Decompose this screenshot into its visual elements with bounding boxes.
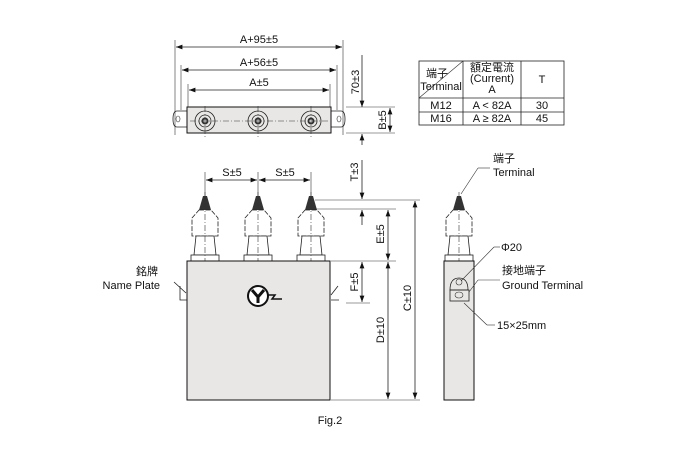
dim-s1-label: S±5 xyxy=(222,167,242,179)
front-view: S±5 S±5 銘牌 Name Plate T±3 E±5 xyxy=(103,160,420,401)
dim-c-label: C±10 xyxy=(402,285,414,311)
top-terminals xyxy=(190,106,328,138)
terminal-bushing xyxy=(296,192,326,268)
name-plate-bracket-right xyxy=(330,285,339,301)
table-row: M12 A < 82A 30 xyxy=(430,100,548,112)
svg-text:M16: M16 xyxy=(430,113,451,125)
svg-text:M12: M12 xyxy=(430,100,451,112)
header-current-cn: 額定電流 xyxy=(470,60,514,74)
side-body xyxy=(443,260,475,401)
bracket-left xyxy=(172,110,187,128)
logo xyxy=(247,285,282,307)
dim-b-label: B±5 xyxy=(377,110,389,130)
header-t: T xyxy=(539,74,546,86)
svg-text:45: 45 xyxy=(536,113,548,125)
header-current-en: (Current) xyxy=(470,73,514,85)
terminal-bushings xyxy=(190,192,326,268)
table-row: M16 A ≥ 82A 45 xyxy=(430,113,548,125)
top-view: A+95±5 A+56±5 A±5 70±3 B±5 xyxy=(172,34,395,145)
dim-e-label: E±5 xyxy=(375,224,387,244)
name-plate-bracket-left xyxy=(173,281,187,301)
dim-a-label: A±5 xyxy=(249,77,269,89)
header-terminal-cn: 端子 xyxy=(426,67,448,80)
dim-a56-label: A+56±5 xyxy=(240,57,278,69)
bracket-right xyxy=(331,110,346,128)
dim-70-label: 70±3 xyxy=(350,70,362,94)
name-plate-cn: 銘牌 xyxy=(136,264,158,278)
ground-cn: 接地端子 xyxy=(502,264,546,277)
dim-f-label: F±5 xyxy=(349,273,361,292)
dim-a95-label: A+95±5 xyxy=(240,34,278,46)
svg-text:A ≥ 82A: A ≥ 82A xyxy=(473,113,512,125)
svg-text:A < 82A: A < 82A xyxy=(473,100,513,112)
terminal-bushing xyxy=(190,192,220,268)
terminal-bushing xyxy=(243,192,273,268)
front-body xyxy=(186,260,331,401)
svg-text:30: 30 xyxy=(536,100,548,112)
terminal-bushing xyxy=(444,192,474,268)
dim-d-label: D±10 xyxy=(375,317,387,343)
header-terminal-en: Terminal xyxy=(420,81,462,93)
phi-label: Φ20 xyxy=(501,242,522,254)
terminal-cn: 端子 xyxy=(493,152,515,165)
dim-t-label: T±3 xyxy=(349,163,361,182)
side-view: 端子 Terminal Φ20 接地端子 Ground Terminal 15×… xyxy=(443,152,583,401)
name-plate-en: Name Plate xyxy=(103,280,160,292)
dim-s2-label: S±5 xyxy=(275,167,295,179)
terminal-en: Terminal xyxy=(493,167,535,179)
terminal-table: 端子 Terminal 額定電流 (Current) A T M12 A < 8… xyxy=(418,60,565,126)
size-label: 15×25mm xyxy=(497,320,546,332)
header-current-unit: A xyxy=(488,84,496,96)
side-terminal-bushing xyxy=(444,192,474,268)
figure-caption: Fig.2 xyxy=(318,415,342,427)
ground-en: Ground Terminal xyxy=(502,280,583,292)
